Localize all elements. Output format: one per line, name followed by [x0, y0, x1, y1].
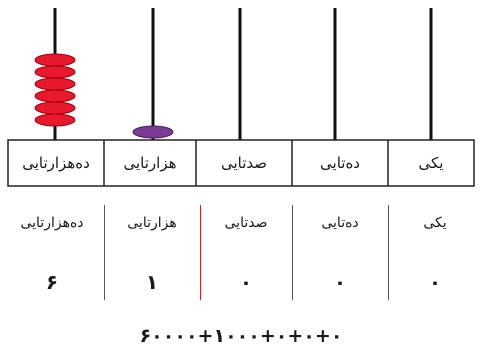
table-header-thousands: هزارتایی [127, 215, 177, 231]
abacus-label-thousands: هزارتایی [123, 154, 177, 172]
table-divider-2 [200, 205, 201, 300]
table-divider-4 [388, 205, 389, 300]
table-header-tens: ده‌تایی [321, 215, 359, 231]
bead-ten-thousands-4 [34, 89, 76, 103]
expanded-form-equation: ۶۰۰۰۰+۱۰۰۰+۰+۰+۰ [139, 325, 343, 347]
table-digit-hundreds: ۰ [239, 270, 253, 294]
bead-ten-thousands-6 [34, 113, 76, 127]
table-header-ten-thousands: ده‌هزارتایی [20, 215, 84, 231]
bead-ten-thousands-2 [34, 65, 76, 79]
abacus-label-ten-thousands: ده‌هزارتایی [22, 154, 90, 172]
table-digit-tens: ۰ [333, 270, 347, 294]
table-digit-ones: ۰ [428, 270, 442, 294]
table-header-hundreds: صدتایی [224, 215, 268, 231]
bead-ten-thousands-5 [34, 101, 76, 115]
bead-ten-thousands-3 [34, 77, 76, 91]
abacus-base [7, 139, 475, 187]
table-header-ones: یکی [423, 215, 447, 231]
abacus-label-hundreds: صدتایی [220, 154, 268, 172]
bead-ten-thousands-1 [34, 53, 76, 67]
abacus-label-tens: ده‌تایی [320, 154, 360, 172]
table-digit-thousands: ۱ [145, 270, 159, 294]
table-digit-ten-thousands: ۶ [45, 270, 59, 294]
table-divider-1 [104, 205, 105, 300]
table-divider-3 [292, 205, 293, 300]
abacus [7, 8, 475, 187]
abacus-label-ones: یکی [418, 154, 444, 172]
bead-thousands-1 [132, 125, 174, 139]
